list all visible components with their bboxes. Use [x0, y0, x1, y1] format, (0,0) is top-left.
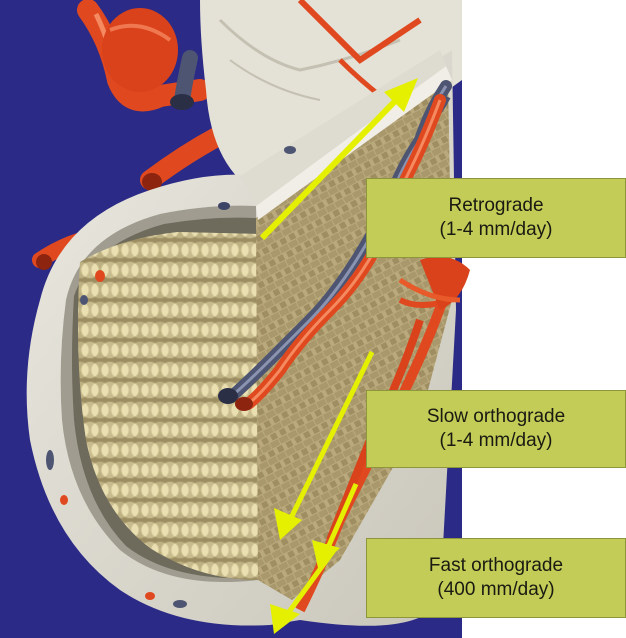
fast-orthograde-label: Fast orthograde (400 mm/day) [366, 538, 626, 618]
retrograde-label: Retrograde (1-4 mm/day) [366, 178, 626, 258]
fast-orthograde-rate: (400 mm/day) [437, 578, 554, 602]
slow-orthograde-name: Slow orthograde [427, 405, 565, 429]
slow-orthograde-label: Slow orthograde (1-4 mm/day) [366, 390, 626, 468]
fast-orthograde-name: Fast orthograde [429, 554, 563, 578]
retrograde-rate: (1-4 mm/day) [440, 218, 553, 242]
slow-orthograde-rate: (1-4 mm/day) [440, 429, 553, 453]
retrograde-name: Retrograde [448, 194, 543, 218]
